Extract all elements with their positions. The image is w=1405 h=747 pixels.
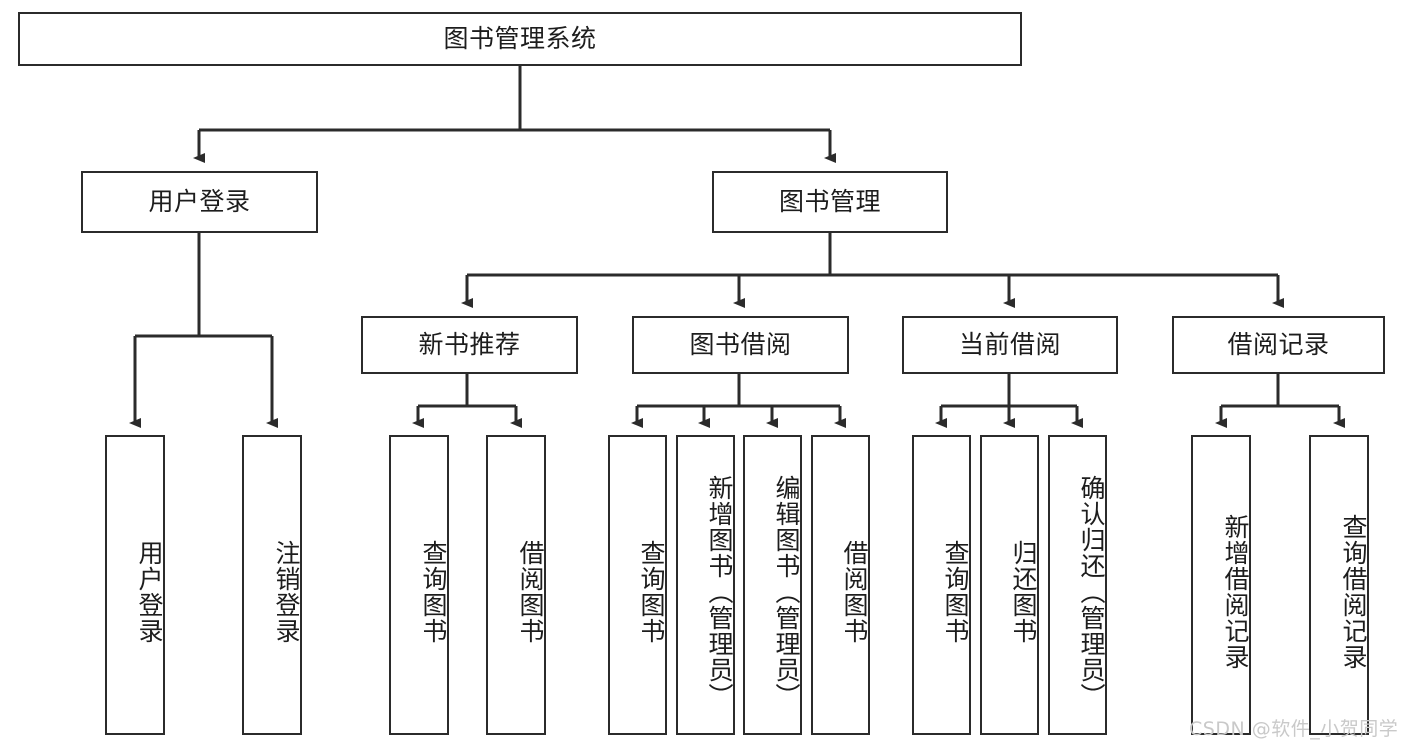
leaf-current-borrow-confirm-return-admin[interactable]: 确认归还（管理员） xyxy=(1048,435,1107,735)
node-borrow-record[interactable]: 借阅记录 xyxy=(1172,316,1385,374)
node-book-borrow[interactable]: 图书借阅 xyxy=(632,316,849,374)
node-label: 新书推荐 xyxy=(418,329,521,359)
leaf-current-borrow-query[interactable]: 查询图书 xyxy=(912,435,971,735)
leaf-new-book-borrow[interactable]: 借阅图书 xyxy=(486,435,546,735)
leaf-user-login-signin[interactable]: 用户登录 xyxy=(105,435,165,735)
node-label: 新增借阅记录 xyxy=(1221,514,1250,670)
node-label: 查询图书 xyxy=(941,540,970,644)
node-label: 图书管理系统 xyxy=(443,23,597,53)
leaf-borrow-record-add[interactable]: 新增借阅记录 xyxy=(1191,435,1251,735)
node-current-borrow[interactable]: 当前借阅 xyxy=(902,316,1118,374)
leaf-book-borrow-borrow[interactable]: 借阅图书 xyxy=(811,435,870,735)
node-book-management[interactable]: 图书管理 xyxy=(712,171,948,233)
node-label: 查询图书 xyxy=(419,540,448,644)
node-label: 用户登录 xyxy=(148,186,251,216)
node-label: 图书管理 xyxy=(778,186,881,216)
node-label: 查询图书 xyxy=(637,540,666,644)
node-label: 用户登录 xyxy=(135,540,164,644)
node-label: 借阅图书 xyxy=(516,540,545,644)
node-label: 图书借阅 xyxy=(689,329,792,359)
node-label: 注销登录 xyxy=(272,540,301,644)
leaf-new-book-query[interactable]: 查询图书 xyxy=(389,435,449,735)
leaf-user-login-signout[interactable]: 注销登录 xyxy=(242,435,302,735)
csdn-watermark: CSDN @软件_小贺同学 xyxy=(1189,718,1399,740)
leaf-book-borrow-add-admin[interactable]: 新增图书（管理员） xyxy=(676,435,735,735)
leaf-borrow-record-query[interactable]: 查询借阅记录 xyxy=(1309,435,1369,735)
node-root-library-system[interactable]: 图书管理系统 xyxy=(18,12,1022,66)
node-label: 新增图书（管理员） xyxy=(705,475,734,709)
node-label: 当前借阅 xyxy=(958,329,1061,359)
node-label: 借阅记录 xyxy=(1227,329,1330,359)
node-label: 归还图书 xyxy=(1009,540,1038,644)
node-new-book-recommend[interactable]: 新书推荐 xyxy=(361,316,578,374)
node-user-login[interactable]: 用户登录 xyxy=(81,171,318,233)
node-label: 查询借阅记录 xyxy=(1339,514,1368,670)
node-label: 编辑图书（管理员） xyxy=(772,475,801,709)
leaf-current-borrow-return[interactable]: 归还图书 xyxy=(980,435,1039,735)
node-label: 借阅图书 xyxy=(840,540,869,644)
node-label: 确认归还（管理员） xyxy=(1077,475,1106,709)
leaf-book-borrow-edit-admin[interactable]: 编辑图书（管理员） xyxy=(743,435,802,735)
leaf-book-borrow-query[interactable]: 查询图书 xyxy=(608,435,667,735)
